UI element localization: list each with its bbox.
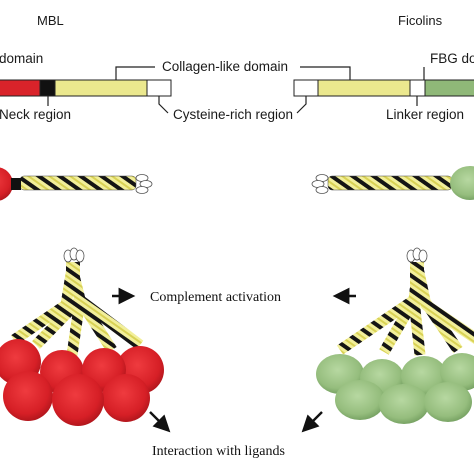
ficolin-oligomer-fbg-heads [316, 353, 474, 424]
complement-activation-label: Complement activation [150, 290, 281, 305]
mbl-neck-segment [39, 79, 56, 97]
ficolin-domain-bar [293, 79, 474, 97]
ficolin-monomer-tail [315, 186, 329, 194]
linker-region-label: Linker region [386, 107, 464, 122]
mbl-to-ligands-arrow [149, 411, 171, 433]
mbl-monomer-neck [11, 178, 21, 190]
mbl-crd-segment [0, 79, 41, 97]
mbl-oligomer-crd-heads [0, 339, 164, 426]
collagen-label-leader-right [300, 66, 351, 80]
mbl-monomer-tail [135, 186, 149, 194]
ficolin-oligomer-cysteine-tails [406, 247, 428, 263]
mbl-oligomer-stalks [10, 262, 144, 356]
ficolin-fbg-segment [424, 79, 474, 97]
mbl-monomer-collagen-helix [19, 175, 137, 191]
collagen-label-leader-left [115, 66, 155, 80]
cysteine-rich-region-label: Cysteine-rich region [173, 107, 293, 122]
neck-region-label: Neck region [0, 107, 71, 122]
interaction-with-ligands-label: Interaction with ligands [152, 444, 285, 459]
mbl-collagen-segment [54, 79, 148, 97]
mbl-monomer [0, 167, 153, 201]
ficolin-linker-segment [409, 79, 426, 97]
ficolins-title: Ficolins [398, 13, 443, 28]
collagen-like-domain-label: Collagen-like domain [162, 59, 288, 74]
mbl-oligomer [0, 247, 164, 426]
ficolin-cysteine-segment [293, 79, 319, 97]
ficolin-oligomer-stalks [336, 262, 474, 356]
mbl-title: MBL [37, 13, 64, 28]
ficolin-to-ligands-arrow [301, 411, 323, 433]
ficolin-oligomer [316, 247, 474, 424]
cysteine-label-leader-left [158, 96, 169, 114]
cysteine-label-leader-right [296, 96, 307, 114]
mbl-cysteine-segment [146, 79, 172, 97]
fbg-domain-label: FBG do [430, 51, 474, 66]
mbl-oligomer-cysteine-tails [63, 247, 85, 263]
ficolin-monomer-fbg [450, 166, 474, 200]
mbl-monomer-crd [0, 167, 13, 201]
ficolin-monomer [311, 166, 474, 200]
mbl-domain-bar [0, 79, 172, 97]
crd-domain-label: domain [0, 51, 43, 66]
ficolin-monomer-collagen-helix [327, 175, 453, 191]
ficolin-collagen-segment [317, 79, 411, 97]
